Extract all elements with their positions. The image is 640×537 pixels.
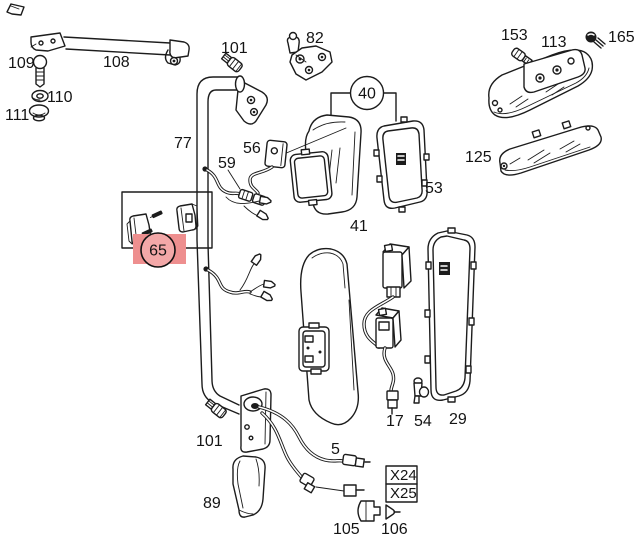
part-label-110[interactable]: 110 — [47, 89, 73, 106]
connector-reference-box[interactable]: X24 X25 — [385, 465, 418, 503]
part-label-106[interactable]: 106 — [381, 521, 408, 537]
part-label-89[interactable]: 89 — [203, 495, 221, 512]
part-56-cable — [248, 165, 274, 195]
part-label-53[interactable]: 53 — [425, 180, 443, 197]
part-108-support-arm — [30, 32, 190, 66]
part-54-grommet — [413, 377, 430, 404]
part-105-connector — [357, 500, 381, 522]
balloon-40-leader — [330, 92, 397, 122]
part-110-washer — [31, 89, 49, 103]
part-17-mirror-motor — [362, 243, 412, 415]
part-111-cap-nut — [28, 104, 50, 122]
part-label-82[interactable]: 82 — [306, 30, 324, 47]
part-label-54[interactable]: 54 — [414, 413, 432, 430]
part-label-109[interactable]: 109 — [8, 55, 35, 72]
part-77-mirror-arm — [196, 76, 241, 415]
part-165-screw — [585, 31, 606, 49]
part-53-seal-frame — [373, 116, 430, 213]
part-label-59[interactable]: 59 — [218, 155, 236, 172]
part-label-41[interactable]: 41 — [350, 218, 368, 235]
part-106-plug — [385, 504, 401, 520]
part-base-harness — [257, 405, 371, 497]
part-label-125[interactable]: 125 — [465, 149, 492, 166]
part-label-77[interactable]: 77 — [174, 135, 192, 152]
part-label-108[interactable]: 108 — [103, 54, 130, 71]
part-label-153[interactable]: 153 — [501, 27, 528, 44]
part-label-17[interactable]: 17 — [386, 413, 404, 430]
part-label-56[interactable]: 56 — [243, 140, 261, 157]
part-113-upper-housing — [488, 48, 594, 119]
part-56-connector-plate — [264, 139, 288, 169]
part-label-113[interactable]: 113 — [541, 34, 567, 51]
part-101-screw-bottom — [204, 398, 227, 419]
part-label-111[interactable]: 111 — [5, 107, 29, 124]
part-82-hinge-bracket — [286, 31, 333, 81]
part-109-bolt — [32, 54, 48, 88]
part-label-29[interactable]: 29 — [449, 411, 467, 428]
part-5-main-mirror — [298, 247, 360, 426]
part-arm-base-plate — [240, 388, 272, 453]
part-label-101-bottom[interactable]: 101 — [196, 433, 223, 450]
part-101-screw-top — [220, 52, 243, 73]
balloon-65-label[interactable]: 65 — [149, 243, 167, 260]
balloon-40[interactable]: 40 — [349, 75, 385, 111]
part-label-5[interactable]: 5 — [331, 441, 340, 458]
part-arm-top-bracket — [234, 75, 269, 125]
part-125-mirror-glass — [499, 120, 602, 176]
part-lower-harness-cable — [206, 253, 276, 302]
part-41-wide-angle-housing — [278, 114, 362, 215]
balloon-65-circle[interactable] — [140, 232, 176, 268]
connector-x24-label[interactable]: X24 — [390, 467, 417, 484]
part-59-cable — [205, 168, 272, 221]
part-label-101-top[interactable]: 101 — [221, 40, 248, 57]
balloon-65-highlight[interactable]: 65 — [133, 232, 186, 268]
part-29-gasket-frame — [424, 227, 477, 403]
balloon-40-label[interactable]: 40 — [358, 86, 376, 103]
connector-x25-label[interactable]: X25 — [390, 485, 417, 502]
part-corner-bracket — [6, 3, 25, 16]
part-label-105[interactable]: 105 — [333, 521, 360, 537]
part-89-cover — [232, 455, 266, 518]
part-label-165[interactable]: 165 — [608, 29, 635, 46]
